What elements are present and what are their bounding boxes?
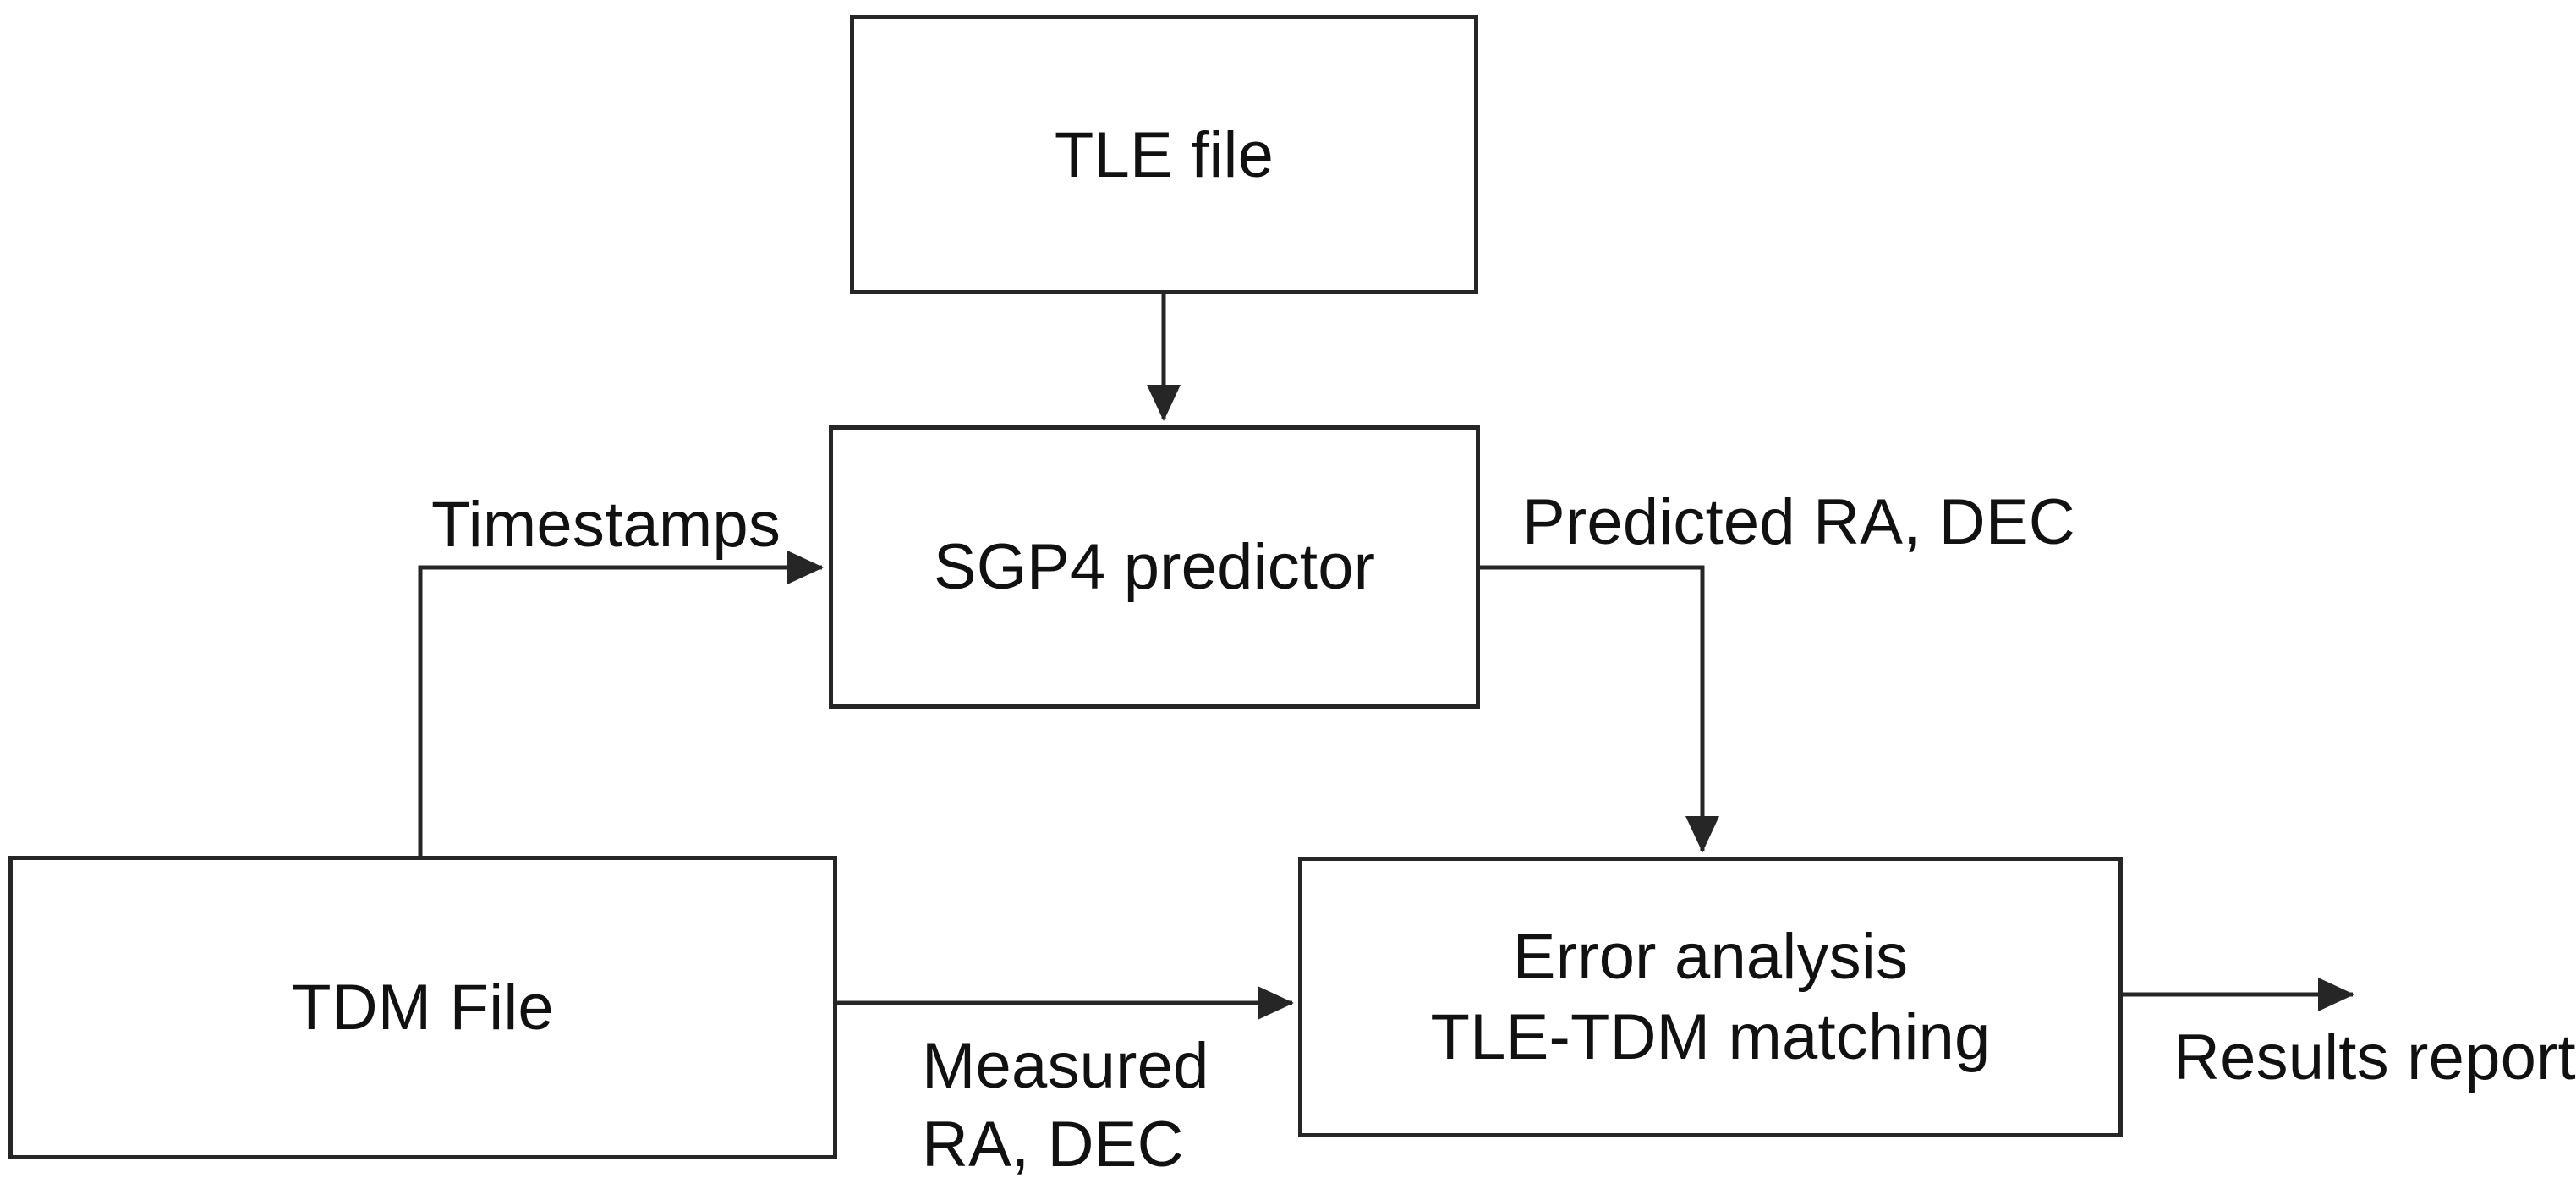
edge-tdm-to-sgp4-timestamps [418,551,825,856]
edge-label-timestamps: Timestamps [431,489,781,561]
node-sgp4-predictor-label: SGP4 predictor [933,531,1376,603]
edge-sgp4-to-error-predicted [1480,565,1719,853]
node-tdm-file[interactable]: TDM File [8,856,837,1159]
edge-label-predicted-ra-dec: Predicted RA, DEC [1522,486,2075,558]
node-tle-file-label: TLE file [1054,118,1274,191]
edge-label-measured-ra-dec: Measured RA, DEC [922,1030,1209,1178]
node-sgp4-predictor[interactable]: SGP4 predictor [829,425,1480,709]
node-error-analysis-label: Error analysis TLE-TDM matching [1430,921,1991,1073]
node-error-analysis[interactable]: Error analysis TLE-TDM matching [1298,857,2123,1137]
edge-label-results-report: Results report [2173,1022,2576,1093]
node-tdm-file-label: TDM File [292,972,554,1044]
node-tle-file[interactable]: TLE file [850,15,1478,294]
